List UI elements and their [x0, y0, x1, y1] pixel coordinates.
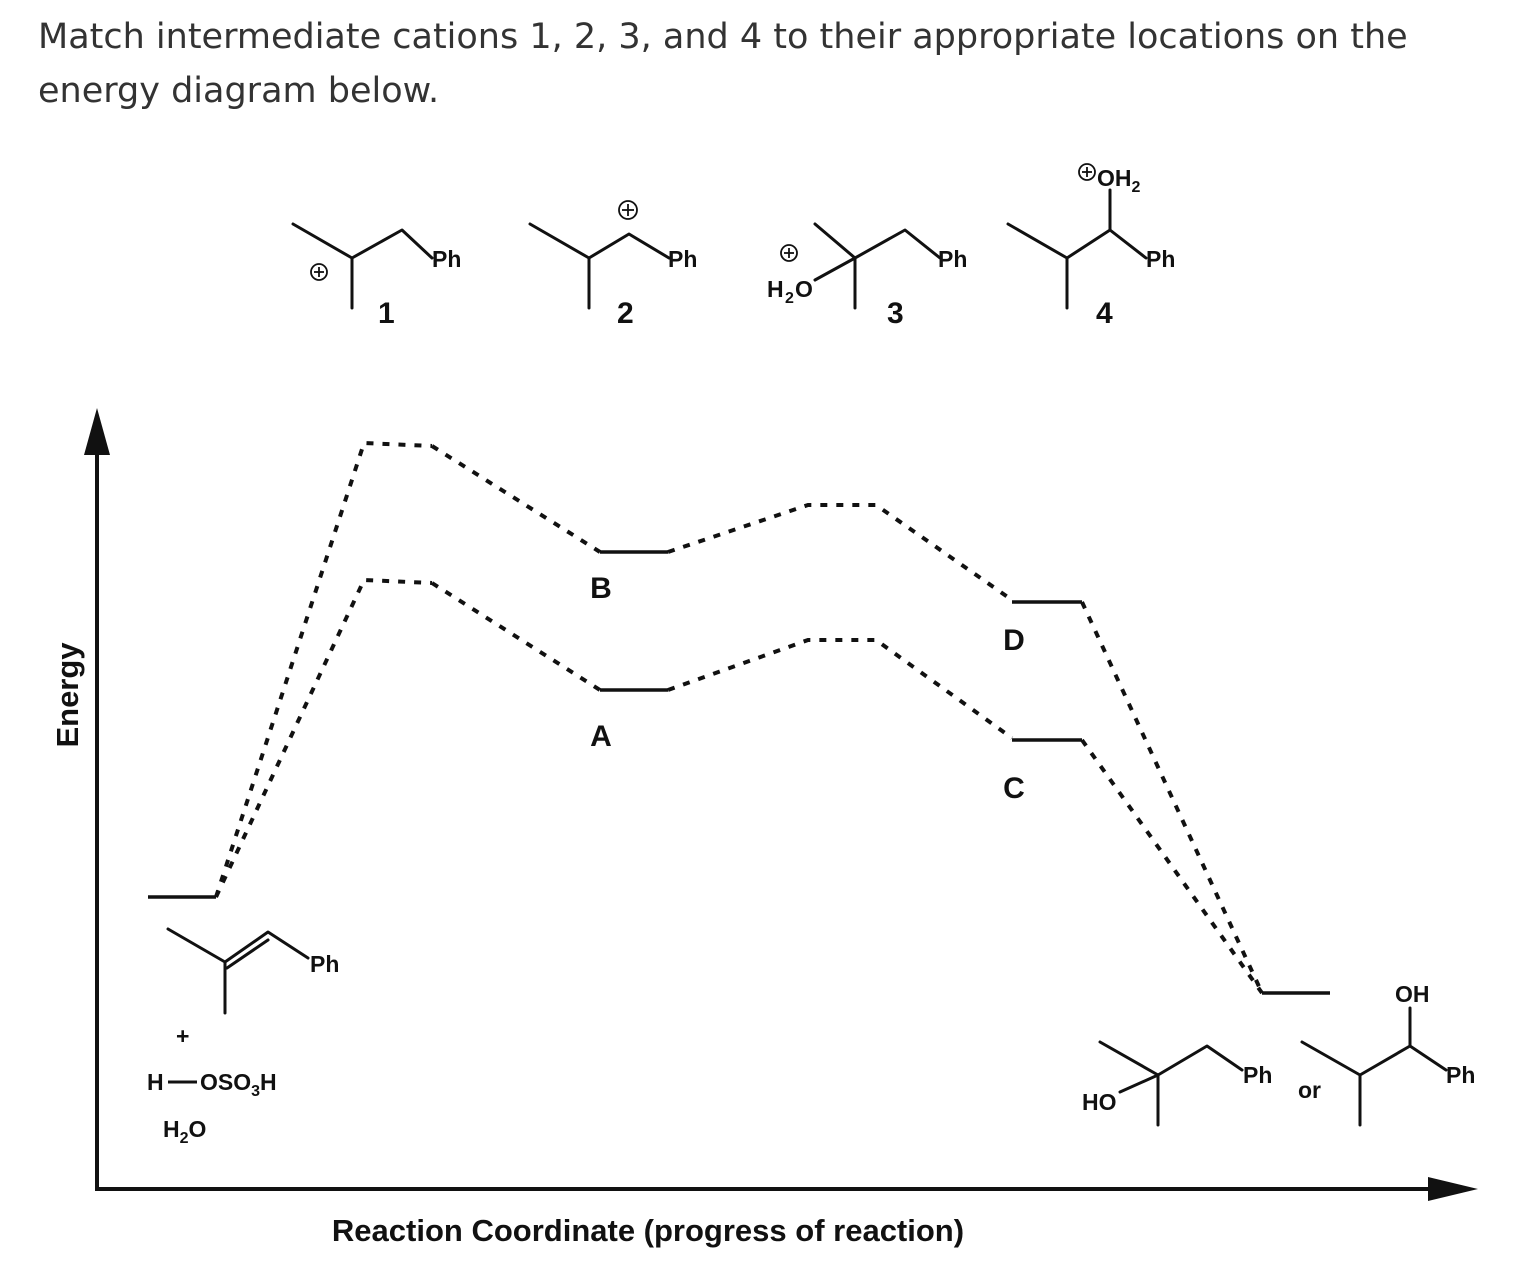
product-2-structure: OH Ph	[1300, 981, 1475, 1127]
cation-3-water-sub: 2	[785, 290, 794, 307]
y-axis-label: Energy	[50, 642, 85, 748]
cation-3-water-o: O	[795, 276, 813, 302]
water-label: H2O	[163, 1116, 206, 1147]
level-label-c: C	[1003, 772, 1025, 805]
upper-path-descent	[1080, 601, 1264, 994]
cation-3-water-h: H	[767, 276, 784, 302]
cation-1-number: 1	[378, 297, 395, 330]
cation-4-number: 4	[1096, 297, 1113, 330]
cation-2-structure: Ph 2	[528, 200, 697, 330]
cation-1-ph-label: Ph	[432, 246, 461, 272]
plus-sign: +	[176, 1023, 189, 1049]
lower-path-to-a	[430, 581, 602, 692]
product-2-oh-label: OH	[1395, 981, 1430, 1007]
positive-charge-icon	[1078, 163, 1096, 181]
cation-3-structure: H 2 O Ph 3	[767, 222, 967, 330]
product-1-structure: HO Ph	[1082, 1040, 1272, 1127]
energy-axis-arrowhead-icon	[84, 408, 110, 455]
cation-1-structure: Ph 1	[291, 222, 461, 330]
cation-3-number: 3	[887, 297, 904, 330]
acid-h: H	[147, 1069, 164, 1095]
acid-oso: OSO3H	[200, 1069, 277, 1100]
question-text: Match intermediate cations 1, 2, 3, and …	[38, 17, 1408, 111]
product-1-ho-label: HO	[1082, 1089, 1117, 1115]
x-axis-label: Reaction Coordinate (progress of reactio…	[332, 1213, 964, 1248]
product-1-ph-label: Ph	[1243, 1062, 1272, 1088]
product-2-ph-label: Ph	[1446, 1062, 1475, 1088]
cation-3-ph-label: Ph	[938, 246, 967, 272]
sulfuric-acid-label: H OSO3H	[147, 1069, 277, 1100]
positive-charge-icon	[618, 200, 638, 220]
cation-4-ph-label: Ph	[1146, 246, 1175, 272]
alkene-structure: Ph	[166, 927, 339, 1015]
cation-2-ph-label: Ph	[668, 246, 697, 272]
positive-charge-icon	[310, 263, 328, 281]
lower-path-ts2	[667, 638, 1014, 740]
lower-path-descent	[1080, 738, 1264, 995]
upper-path-rise	[214, 440, 433, 898]
cation-2-number: 2	[617, 297, 634, 330]
level-label-b: B	[590, 572, 612, 605]
alkene-ph-label: Ph	[310, 951, 339, 977]
positive-charge-icon	[780, 244, 798, 262]
upper-path-to-b	[430, 444, 602, 554]
upper-path-ts2	[667, 503, 1014, 602]
level-label-d: D	[1003, 624, 1025, 657]
or-label: or	[1298, 1077, 1321, 1103]
cation-4-structure: OH2 Ph 4	[1006, 163, 1175, 330]
level-label-a: A	[590, 720, 612, 753]
reaction-axis-arrowhead-icon	[1428, 1177, 1478, 1201]
lower-path-rise	[214, 577, 433, 898]
cation-4-oh2-label: OH2	[1097, 165, 1141, 196]
